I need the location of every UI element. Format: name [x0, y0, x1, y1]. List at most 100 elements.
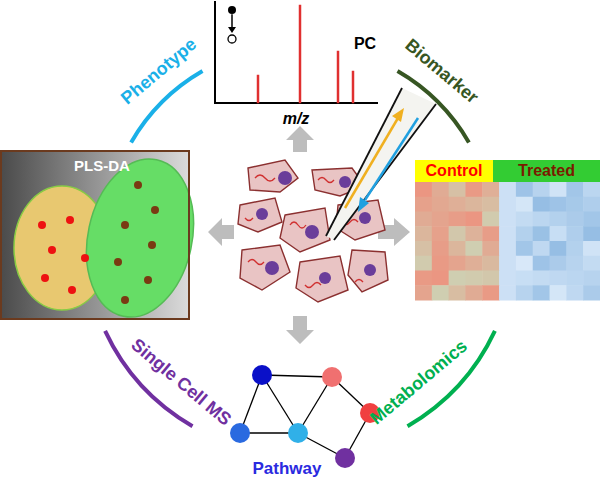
- heatmap-cell: [465, 285, 482, 300]
- heatmap-cell: [516, 197, 533, 212]
- heatmap-cell: [583, 226, 600, 241]
- heatmap-cell: [482, 197, 499, 212]
- cell-organelles: [245, 175, 363, 288]
- heatmap-cell: [566, 256, 583, 271]
- heatmap-cell: [533, 226, 550, 241]
- heatmap-cell: [415, 256, 432, 271]
- node-text: Control: [426, 162, 483, 180]
- heatmap-cell: [566, 212, 583, 227]
- control-band: Control: [415, 160, 493, 182]
- pathway-network: [230, 365, 380, 468]
- heatmap-cell: [415, 226, 432, 241]
- axis-label: m/z: [283, 110, 310, 128]
- heatmap-cell: [583, 271, 600, 286]
- heatmap-cell: [432, 285, 449, 300]
- heatmap-cell: [516, 285, 533, 300]
- mass-spectrum: [215, 2, 377, 103]
- heatmap-cell: [465, 271, 482, 286]
- heatmap-cell: [449, 212, 466, 227]
- heatmap-cell: [550, 285, 567, 300]
- heatmap-cell: [516, 241, 533, 256]
- heatmap-cell: [415, 241, 432, 256]
- heatmap-cell: [566, 271, 583, 286]
- heatmap-cell: [583, 212, 600, 227]
- heatmap-cell: [449, 256, 466, 271]
- heatmap-cell: [415, 285, 432, 300]
- heatmap-cell: [465, 256, 482, 271]
- heatmap-cell: [482, 256, 499, 271]
- section-label: Phenotype: [117, 33, 201, 108]
- heatmap-cell: [465, 241, 482, 256]
- heatmap-cell: [533, 256, 550, 271]
- heatmap-cell: [550, 226, 567, 241]
- heatmap-cell: [499, 271, 516, 286]
- heatmap-cell: [516, 271, 533, 286]
- heatmap-cell: [432, 212, 449, 227]
- heatmap-cell: [583, 256, 600, 271]
- heatmap-cell: [482, 182, 499, 197]
- heatmap-cell: [533, 212, 550, 227]
- heatmap-cell: [499, 256, 516, 271]
- pls-da-plot: [0, 149, 207, 327]
- heatmap-cell: [583, 285, 600, 300]
- heatmap-cell: [465, 197, 482, 212]
- heatmap-cell: [449, 226, 466, 241]
- heatmap-cell: [550, 182, 567, 197]
- heatmap-cell: [566, 182, 583, 197]
- heatmap-cell: [566, 226, 583, 241]
- heatmap-cell: [449, 285, 466, 300]
- heatmap-cell: [482, 241, 499, 256]
- heatmap-cell: [499, 197, 516, 212]
- heatmap-cell: [516, 256, 533, 271]
- heatmap-cell: [499, 182, 516, 197]
- heatmap-cell: [465, 182, 482, 197]
- heatmap-cell: [482, 212, 499, 227]
- heatmap-cell: [449, 197, 466, 212]
- heatmap-cell: [432, 182, 449, 197]
- node-text: PLS-DA: [74, 157, 130, 174]
- heatmap-cell: [415, 212, 432, 227]
- heatmap-cell: [415, 197, 432, 212]
- node-text: Treated: [518, 162, 575, 180]
- heatmap-cell: [566, 197, 583, 212]
- heatmap-cell: [533, 271, 550, 286]
- heatmap-cell: [583, 197, 600, 212]
- heatmap-cell: [516, 182, 533, 197]
- heatmap-cell: [583, 241, 600, 256]
- heatmap-cell: [583, 182, 600, 197]
- heatmap-cell: [482, 285, 499, 300]
- heatmap-cell: [533, 241, 550, 256]
- heatmap-cell: [432, 241, 449, 256]
- heatmap-cell: [550, 241, 567, 256]
- heatmap-cell: [533, 285, 550, 300]
- heatmap-cell: [449, 182, 466, 197]
- heatmap-cell: [516, 226, 533, 241]
- heatmap-cell: [449, 241, 466, 256]
- network-label: Pathway: [253, 459, 322, 479]
- heatmap-cell: [432, 256, 449, 271]
- heatmap-cell: [499, 241, 516, 256]
- heatmap-cell: [533, 182, 550, 197]
- heatmap-cell: [566, 285, 583, 300]
- section-label: Metabolomics: [366, 335, 471, 428]
- heatmap-cell: [482, 271, 499, 286]
- treated-band: Treated: [493, 160, 600, 182]
- heatmap-cell: [465, 212, 482, 227]
- heatmap: [415, 182, 600, 301]
- heatmap-cell: [550, 271, 567, 286]
- heatmap-cell: [482, 226, 499, 241]
- heatmap-cell: [516, 212, 533, 227]
- heatmap-cell: [550, 197, 567, 212]
- heatmap-cell: [533, 197, 550, 212]
- heatmap-cell: [499, 285, 516, 300]
- heatmap-cell: [432, 226, 449, 241]
- heatmap-cell: [449, 271, 466, 286]
- section-label: Single Cell MS: [127, 334, 236, 430]
- heatmap-cell: [415, 271, 432, 286]
- peak-label: PC: [354, 35, 376, 53]
- heatmap-cell: [499, 212, 516, 227]
- heatmap-cell: [566, 241, 583, 256]
- heatmap-cell: [550, 256, 567, 271]
